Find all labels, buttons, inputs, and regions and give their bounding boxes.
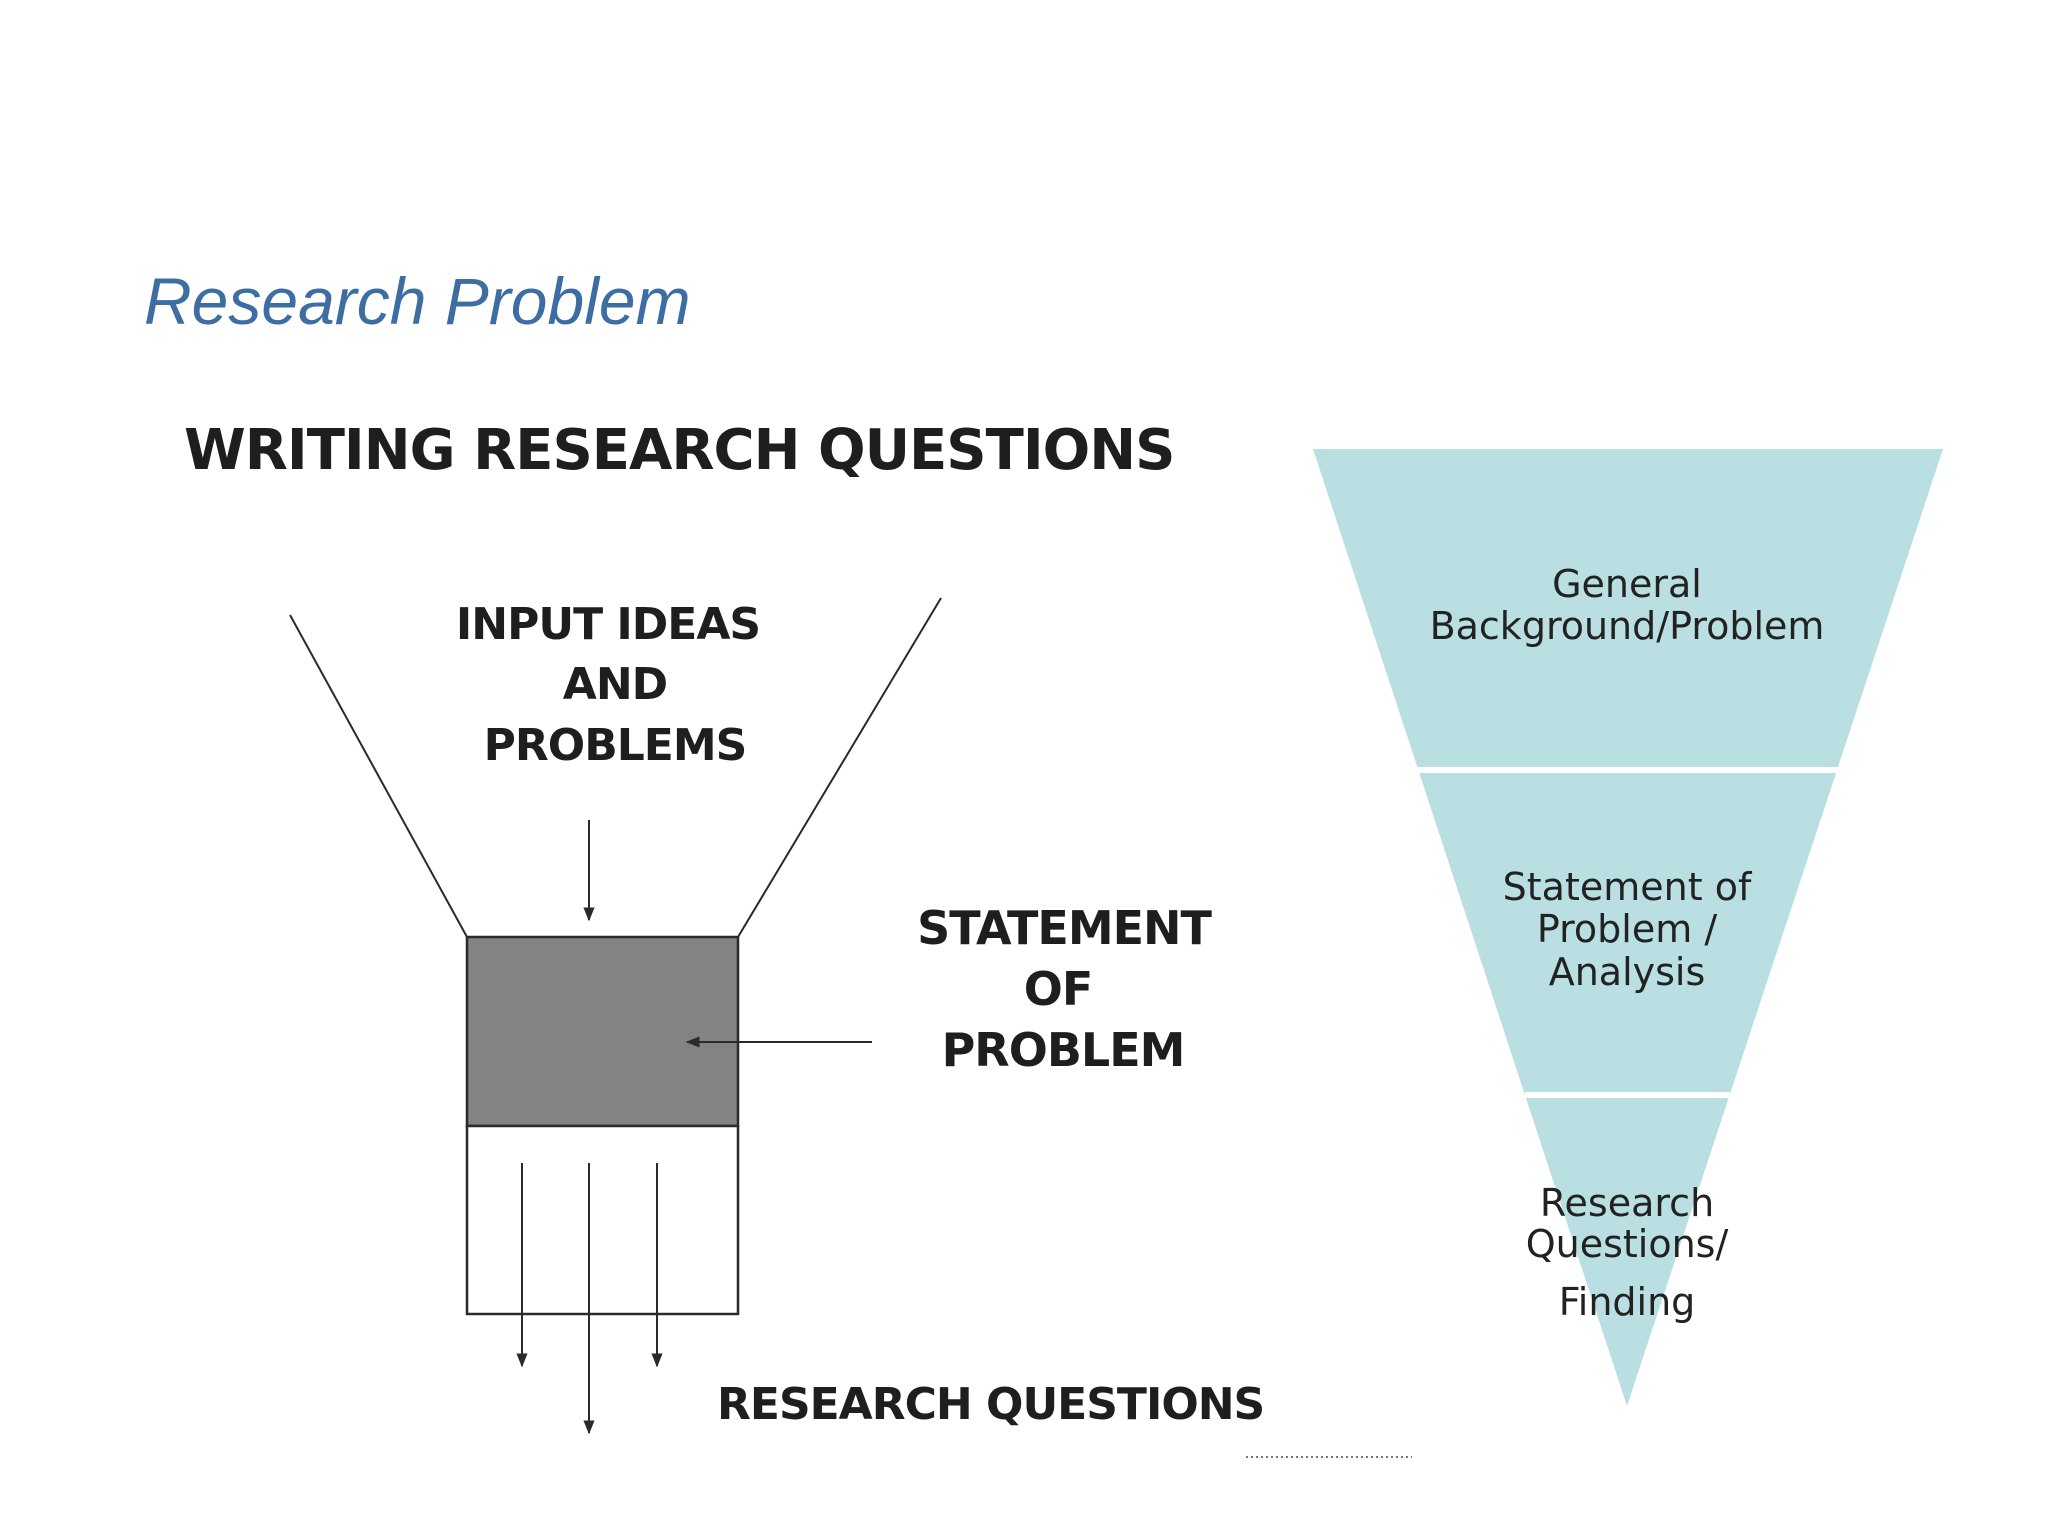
funnel-heading: WRITING RESEARCH QUESTIONS [184, 418, 1174, 483]
funnel-left-side [289, 614, 468, 938]
inverted-pyramid: General Background/Problem Statement of … [1313, 449, 1943, 1406]
pyramid-level-research-questions: Research Questions/ Finding [1526, 1181, 1729, 1324]
pyramid-level-general-background: General Background/Problem [1430, 562, 1825, 648]
level-3-line-1: Research [1540, 1181, 1714, 1225]
input-label-line-2: AND [563, 659, 667, 710]
slide-title: Research Problem [144, 264, 691, 338]
input-label-line-1: INPUT IDEAS [456, 599, 760, 650]
questions-box [465, 1124, 740, 1316]
statement-label-line-2: OF [1024, 962, 1093, 1016]
level-2-line-2: Problem / [1537, 907, 1717, 951]
statement-of-problem-label: STATEMENT OF PROBLEM [917, 901, 1213, 1077]
statement-label-line-3: PROBLEM [942, 1023, 1185, 1077]
input-ideas-label: INPUT IDEAS AND PROBLEMS [456, 599, 761, 771]
level-1-line-2: Background/Problem [1430, 604, 1825, 648]
input-label-line-3: PROBLEMS [484, 720, 747, 771]
funnel-right-side [737, 597, 942, 938]
statement-box [465, 935, 740, 1128]
level-3-line-3: Finding [1559, 1280, 1696, 1324]
research-questions-label: RESEARCH QUESTIONS [717, 1379, 1264, 1430]
level-1-line-1: General [1552, 562, 1702, 606]
level-2-line-3: Analysis [1549, 950, 1706, 994]
level-3-line-2: Questions/ [1526, 1222, 1729, 1266]
statement-label-line-1: STATEMENT [917, 901, 1212, 955]
funnel-diagram: WRITING RESEARCH QUESTIONS INPUT IDEAS A… [184, 418, 1265, 1435]
level-2-line-1: Statement of [1503, 865, 1753, 909]
pyramid-level-statement-of-problem: Statement of Problem / Analysis [1503, 865, 1753, 994]
pyramid-shape [1313, 449, 1943, 1406]
